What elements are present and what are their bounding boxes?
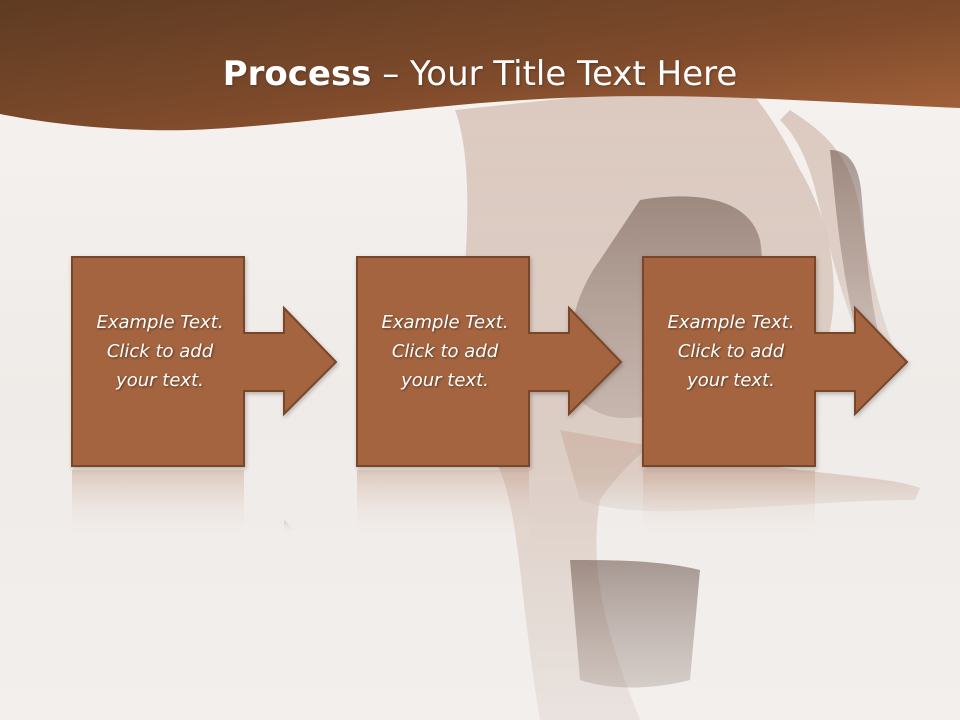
process-step-2[interactable]: Example Text. Click to add your text. — [356, 256, 626, 468]
step-text-line: your text. — [687, 370, 775, 391]
step-text-line: Example Text. — [96, 312, 224, 333]
step-reflection — [72, 470, 299, 548]
step-reflection — [643, 470, 815, 548]
header-band — [0, 0, 960, 131]
slide-title[interactable]: Process – Your Title Text Here — [0, 52, 960, 96]
step-text[interactable]: Example Text. Click to add your text. — [646, 308, 816, 395]
step-text[interactable]: Example Text. Click to add your text. — [360, 308, 530, 395]
step-reflection — [357, 470, 529, 548]
step-shape — [71, 256, 338, 467]
step-text-line: Click to add — [677, 341, 785, 362]
step-text-line: your text. — [401, 370, 489, 391]
title-rest: – Your Title Text Here — [371, 54, 738, 94]
step-shape — [642, 256, 909, 467]
title-bold: Process — [222, 54, 372, 94]
step-text[interactable]: Example Text. Click to add your text. — [75, 308, 245, 395]
step-text-line: Click to add — [106, 341, 214, 362]
step-text-line: your text. — [116, 370, 204, 391]
step-text-line: Example Text. — [381, 312, 509, 333]
step-text-line: Example Text. — [667, 312, 795, 333]
step-text-line: Click to add — [391, 341, 499, 362]
process-step-3[interactable]: Example Text. Click to add your text. — [642, 256, 912, 468]
process-step-1[interactable]: Example Text. Click to add your text. — [71, 256, 341, 468]
step-shape — [356, 256, 623, 467]
